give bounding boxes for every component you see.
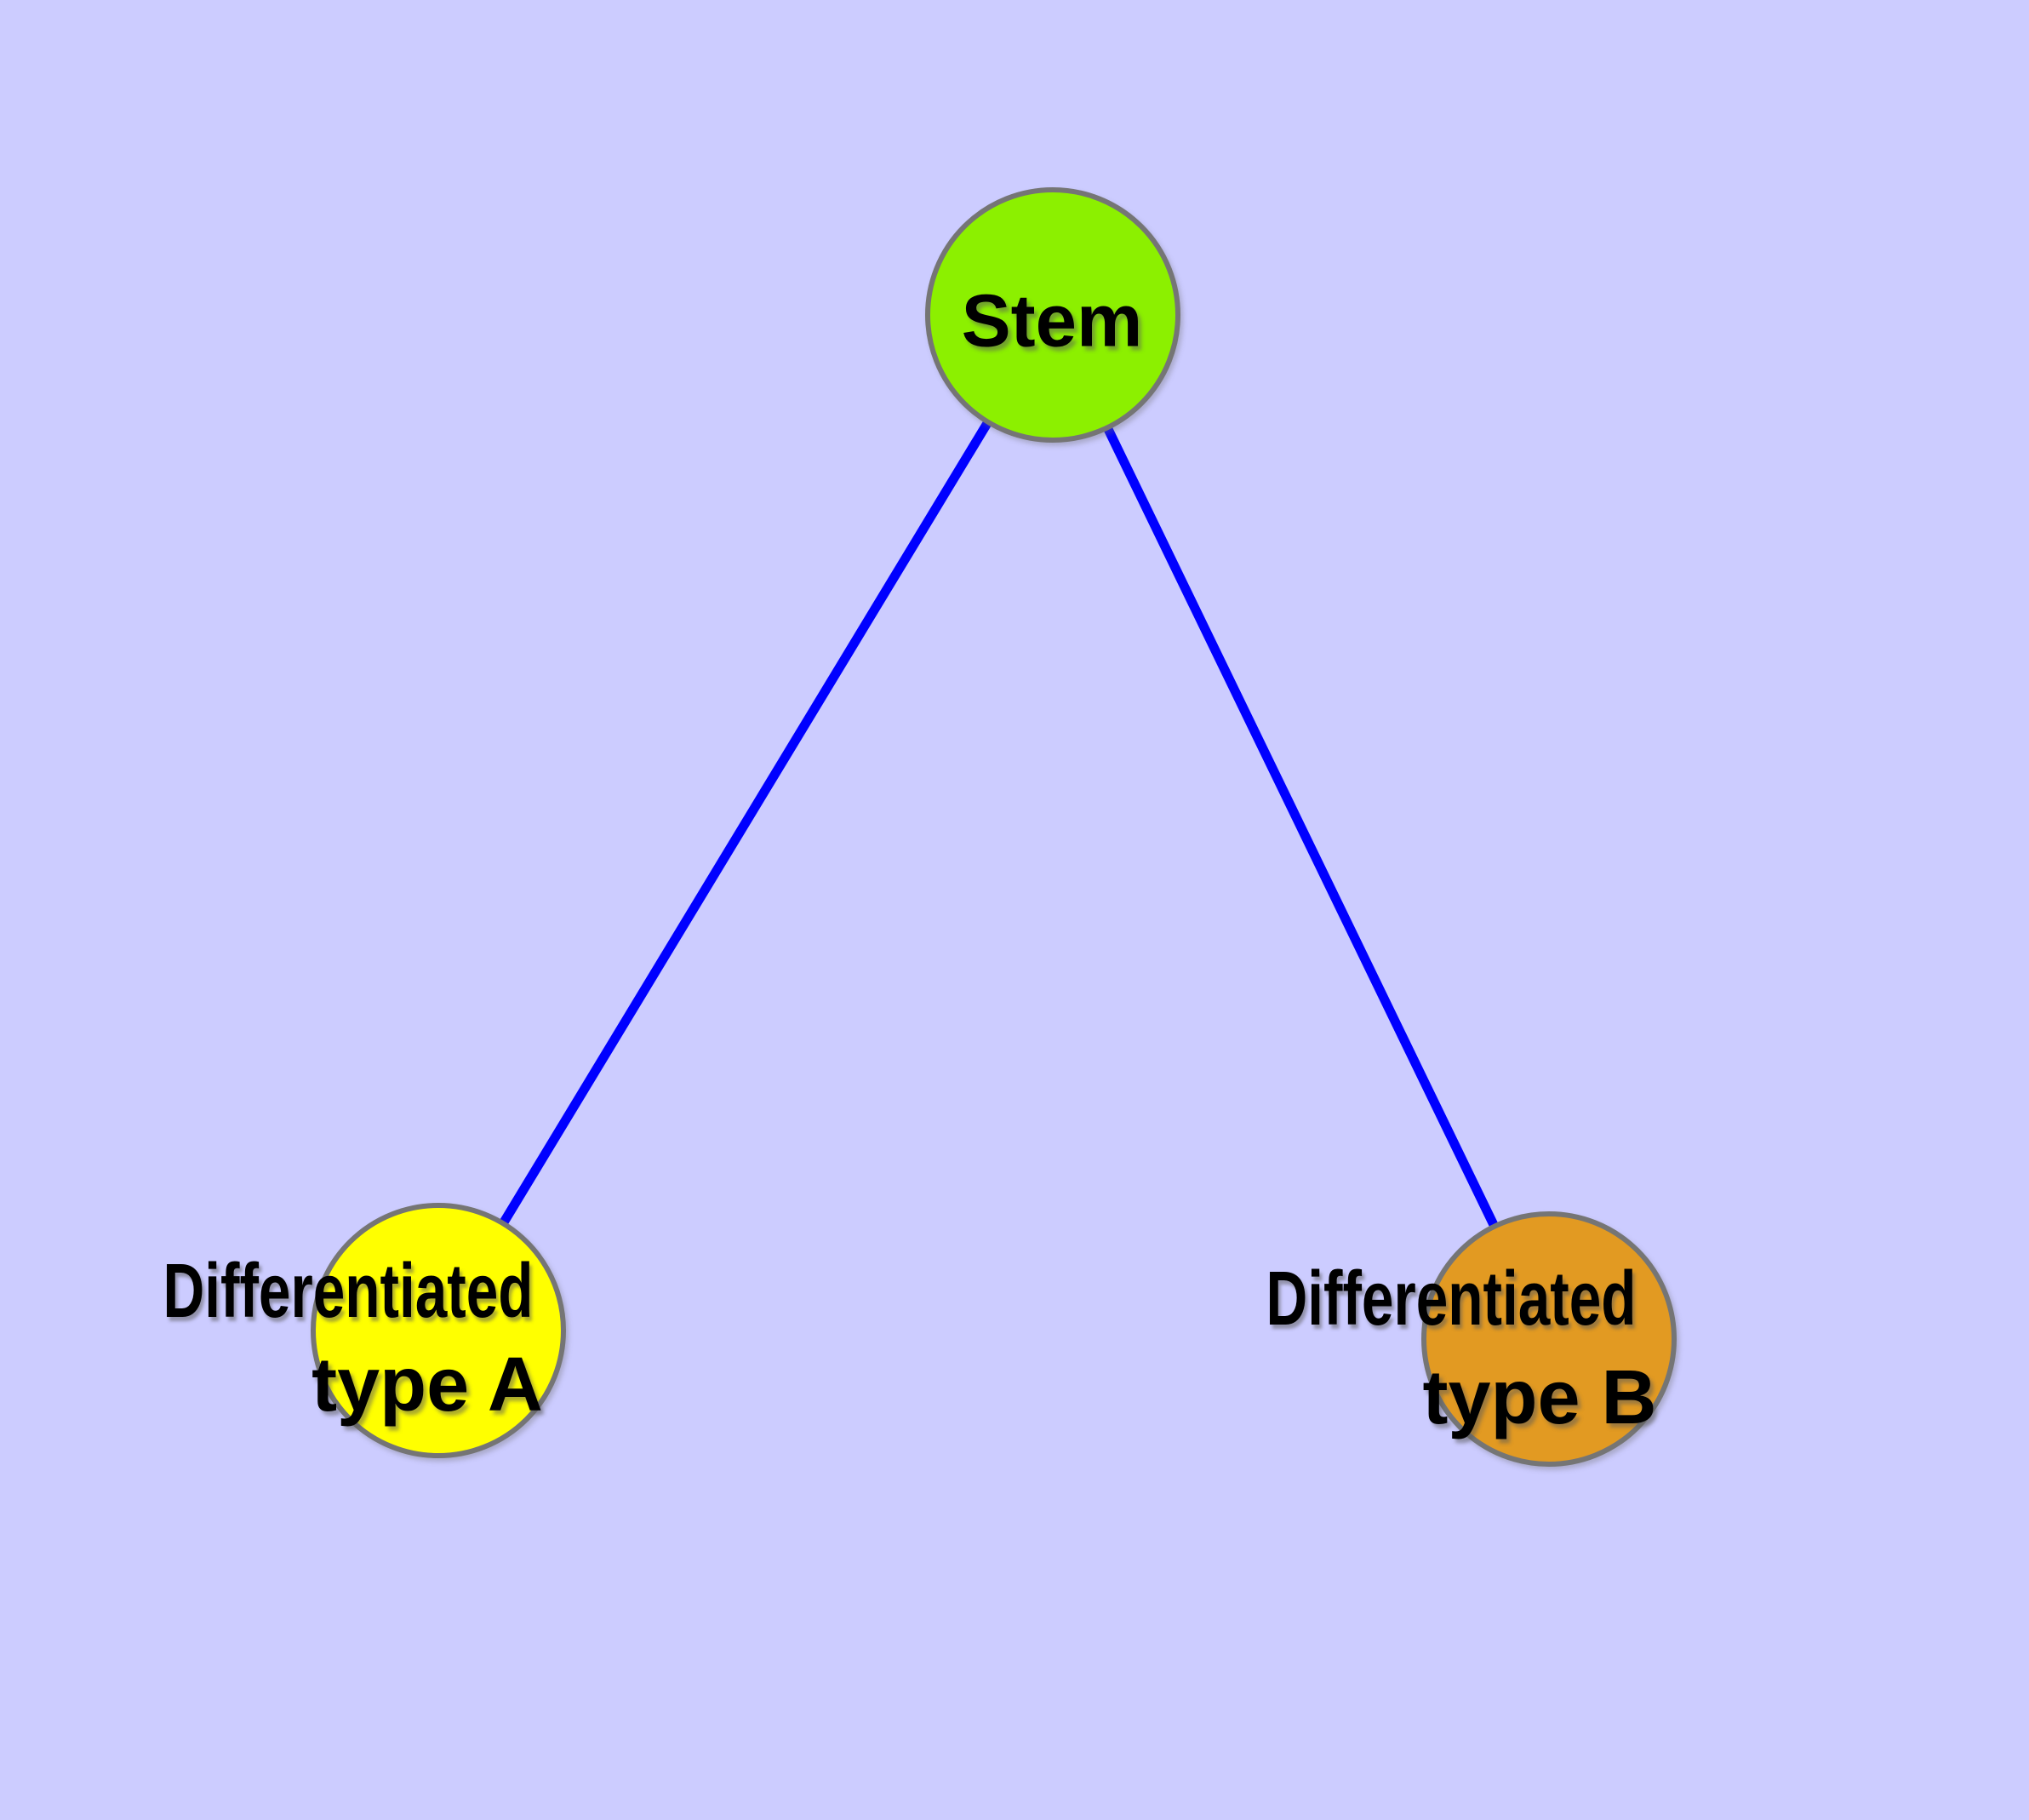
- node-differentiated-type-a: [311, 1203, 566, 1458]
- node-stem: [925, 187, 1180, 443]
- edge-stem-to-type-b: [1049, 312, 1553, 1342]
- node-stem-label: Stem: [961, 279, 1143, 363]
- node-type-a-label-line1: Differentiated: [163, 1249, 534, 1334]
- node-type-b-label-line1: Differentiated: [1266, 1256, 1637, 1342]
- node-differentiated-type-b: [1421, 1211, 1677, 1467]
- node-type-b-label-line2: type B: [1422, 1355, 1657, 1440]
- edge-stem-to-type-a: [434, 312, 1057, 1333]
- node-type-a-label-line2: type A: [311, 1342, 543, 1428]
